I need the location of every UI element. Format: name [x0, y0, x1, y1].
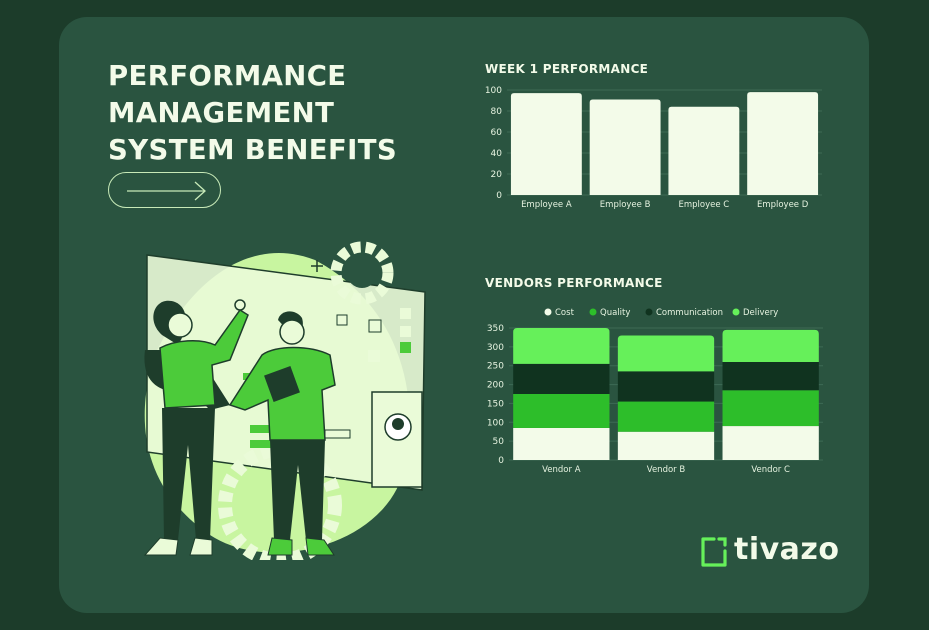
- x-tick-label: Vendor A: [542, 465, 581, 475]
- sparkle-icon: [311, 260, 323, 272]
- bar-segment: [513, 394, 610, 428]
- y-tick-label: 100: [485, 86, 502, 96]
- legend-label: Delivery: [743, 308, 778, 318]
- y-tick-label: 50: [493, 437, 505, 447]
- bar-segment: [617, 335, 715, 372]
- bar-segment: [513, 328, 610, 364]
- bar-segment: [722, 361, 819, 391]
- week-chart-title: WEEK 1 PERFORMANCE: [485, 62, 649, 76]
- bar-segment: [722, 329, 819, 362]
- bar-segment: [617, 371, 715, 402]
- bar: [589, 99, 661, 195]
- vendors-performance-chart: Cost Quality Communication Delivery 0 50 100 15…: [487, 308, 823, 475]
- y-tick-label: 100: [487, 418, 504, 428]
- bar-segment: [722, 390, 819, 427]
- bar: [510, 93, 582, 195]
- y-tick-label: 0: [496, 191, 502, 201]
- y-tick-label: 250: [487, 362, 504, 372]
- legend-swatch: [544, 308, 552, 316]
- y-tick-label: 0: [498, 456, 504, 466]
- legend-label: Cost: [555, 308, 575, 318]
- legend-swatch: [645, 308, 653, 316]
- y-tick-label: 40: [491, 149, 503, 159]
- profile-card-icon: [371, 391, 423, 488]
- x-tick-label: Employee B: [600, 200, 651, 210]
- y-tick-label: 60: [491, 128, 503, 138]
- legend-label: Communication: [656, 308, 723, 318]
- x-tick-label: Vendor B: [647, 465, 686, 475]
- vendor-chart-title: VENDORS PERFORMANCE: [485, 276, 663, 290]
- tivazo-logo-icon: [701, 537, 727, 567]
- bar: [668, 106, 740, 195]
- bar-segment: [722, 426, 819, 460]
- x-tick-label: Employee C: [679, 200, 730, 210]
- bar-segment: [617, 431, 715, 460]
- legend-swatch: [732, 308, 740, 316]
- y-tick-label: 20: [491, 170, 503, 180]
- bar: [747, 92, 819, 195]
- brand-name: tivazo: [734, 532, 840, 567]
- next-arrow-button[interactable]: [108, 172, 221, 208]
- bar-segment: [617, 401, 715, 432]
- page-title: PERFORMANCE MANAGEMENT SYSTEM BENEFITS: [108, 60, 398, 166]
- handshake-illustration: [143, 241, 426, 560]
- bar-segment: [513, 363, 610, 394]
- y-tick-label: 300: [487, 343, 504, 353]
- x-tick-label: Employee D: [757, 200, 809, 210]
- bar-segment: [513, 427, 610, 460]
- y-tick-label: 200: [487, 381, 504, 391]
- x-tick-label: Vendor C: [751, 465, 790, 475]
- arrow-right-icon: [127, 181, 206, 201]
- gear-icon: [330, 241, 394, 305]
- y-tick-label: 350: [487, 324, 504, 334]
- y-tick-label: 80: [491, 107, 503, 117]
- legend-label: Quality: [600, 308, 630, 318]
- x-tick-label: Employee A: [521, 200, 572, 210]
- y-tick-label: 150: [487, 399, 504, 409]
- legend-swatch: [589, 308, 597, 316]
